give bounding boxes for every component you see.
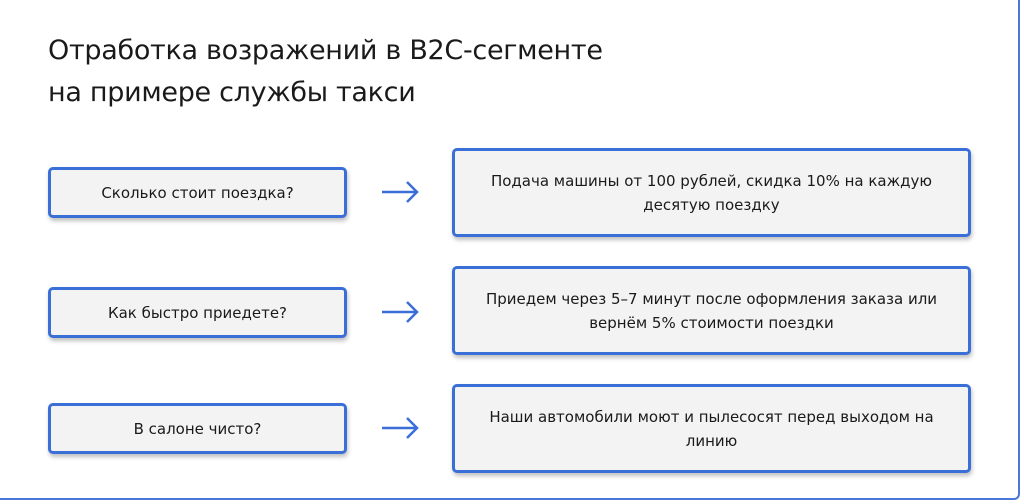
arrow-right-icon — [382, 181, 419, 203]
question-box-1: Сколько стоит поездка? — [48, 167, 347, 218]
title-line-2: на примере службы такси — [48, 77, 416, 108]
question-box-2: Как быстро приедете? — [48, 287, 347, 338]
answer-box-1: Подача машины от 100 рублей, скидка 10% … — [452, 148, 971, 237]
page-title: Отработка возражений в B2C-сегменте на п… — [48, 30, 603, 114]
arrow-right-icon — [382, 417, 419, 439]
arrow-right-icon — [382, 301, 419, 323]
question-box-3: В салоне чисто? — [48, 403, 347, 454]
answer-box-2: Приедем через 5–7 минут после оформления… — [452, 266, 971, 355]
title-line-1: Отработка возражений в B2C-сегменте — [48, 35, 603, 66]
answer-box-3: Наши автомобили моют и пылесосят перед в… — [452, 384, 971, 473]
